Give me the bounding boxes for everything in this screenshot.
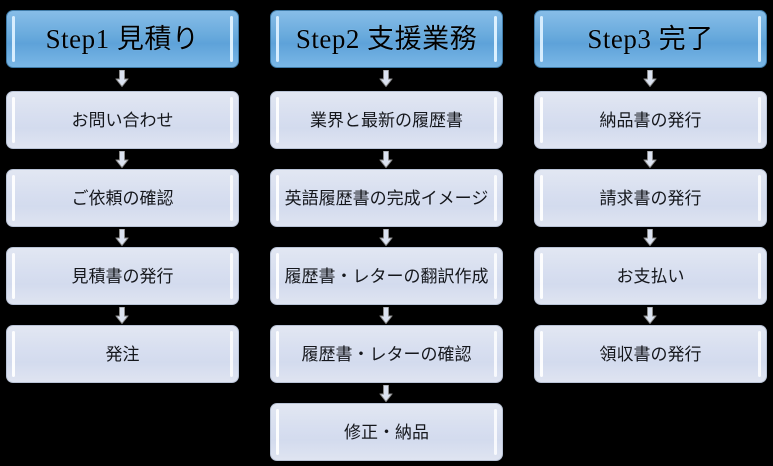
flow-node-label: 見積書の発行: [71, 266, 174, 286]
flow-node-label: 業界と最新の履歴書: [310, 110, 463, 130]
step-header-step2[interactable]: Step2 支援業務: [270, 10, 503, 68]
flow-node[interactable]: ご依頼の確認: [6, 169, 239, 227]
flow-column-step3: Step3 完了 納品書の発行 請求書の発行 お支払い: [534, 0, 767, 466]
flow-node[interactable]: お問い合わせ: [6, 91, 239, 149]
down-arrow-icon: [643, 307, 657, 324]
flow-node-label: 履歴書・レターの確認: [301, 344, 472, 364]
flow-node-label: 請求書の発行: [599, 188, 702, 208]
step-header-label: Step1 見積り: [45, 23, 200, 54]
down-arrow-icon: [379, 307, 393, 324]
flow-node[interactable]: 請求書の発行: [534, 169, 767, 227]
flow-column-step1: Step1 見積り お問い合わせ ご依頼の確認 見積書の発行: [6, 0, 239, 466]
down-arrow-icon: [643, 151, 657, 168]
flow-node[interactable]: 英語履歴書の完成イメージ: [270, 169, 503, 227]
down-arrow-icon: [115, 307, 129, 324]
flow-node-label: 履歴書・レターの翻訳作成: [284, 266, 489, 286]
down-arrow-icon: [643, 229, 657, 246]
flow-node-label: 英語履歴書の完成イメージ: [284, 188, 489, 208]
down-arrow-icon: [379, 70, 393, 87]
flow-node[interactable]: 業界と最新の履歴書: [270, 91, 503, 149]
flow-node-label: 納品書の発行: [599, 110, 702, 130]
down-arrow-icon: [115, 151, 129, 168]
down-arrow-icon: [379, 385, 393, 402]
down-arrow-icon: [643, 70, 657, 87]
flow-node[interactable]: お支払い: [534, 247, 767, 305]
flow-node-label: お支払い: [616, 266, 685, 286]
flow-node[interactable]: 見積書の発行: [6, 247, 239, 305]
flow-node[interactable]: 発注: [6, 325, 239, 383]
down-arrow-icon: [115, 70, 129, 87]
flow-node-label: 修正・納品: [344, 422, 429, 442]
flow-node-label: ご依頼の確認: [71, 188, 174, 208]
down-arrow-icon: [379, 151, 393, 168]
flow-node[interactable]: 領収書の発行: [534, 325, 767, 383]
step-header-label: Step2 支援業務: [295, 23, 478, 54]
flow-node-label: 領収書の発行: [599, 344, 702, 364]
flow-node-label: 発注: [105, 344, 140, 364]
flow-node-label: お問い合わせ: [71, 110, 174, 130]
step-header-step3[interactable]: Step3 完了: [534, 10, 767, 68]
step-header-label: Step3 完了: [587, 23, 714, 54]
down-arrow-icon: [115, 229, 129, 246]
down-arrow-icon: [379, 229, 393, 246]
flow-node[interactable]: 履歴書・レターの確認: [270, 325, 503, 383]
flow-node[interactable]: 修正・納品: [270, 403, 503, 461]
flow-column-step2: Step2 支援業務 業界と最新の履歴書 英語履歴書の完成イメージ 履歴書・レタ…: [270, 0, 503, 466]
flow-node[interactable]: 履歴書・レターの翻訳作成: [270, 247, 503, 305]
flow-node[interactable]: 納品書の発行: [534, 91, 767, 149]
step-header-step1[interactable]: Step1 見積り: [6, 10, 239, 68]
